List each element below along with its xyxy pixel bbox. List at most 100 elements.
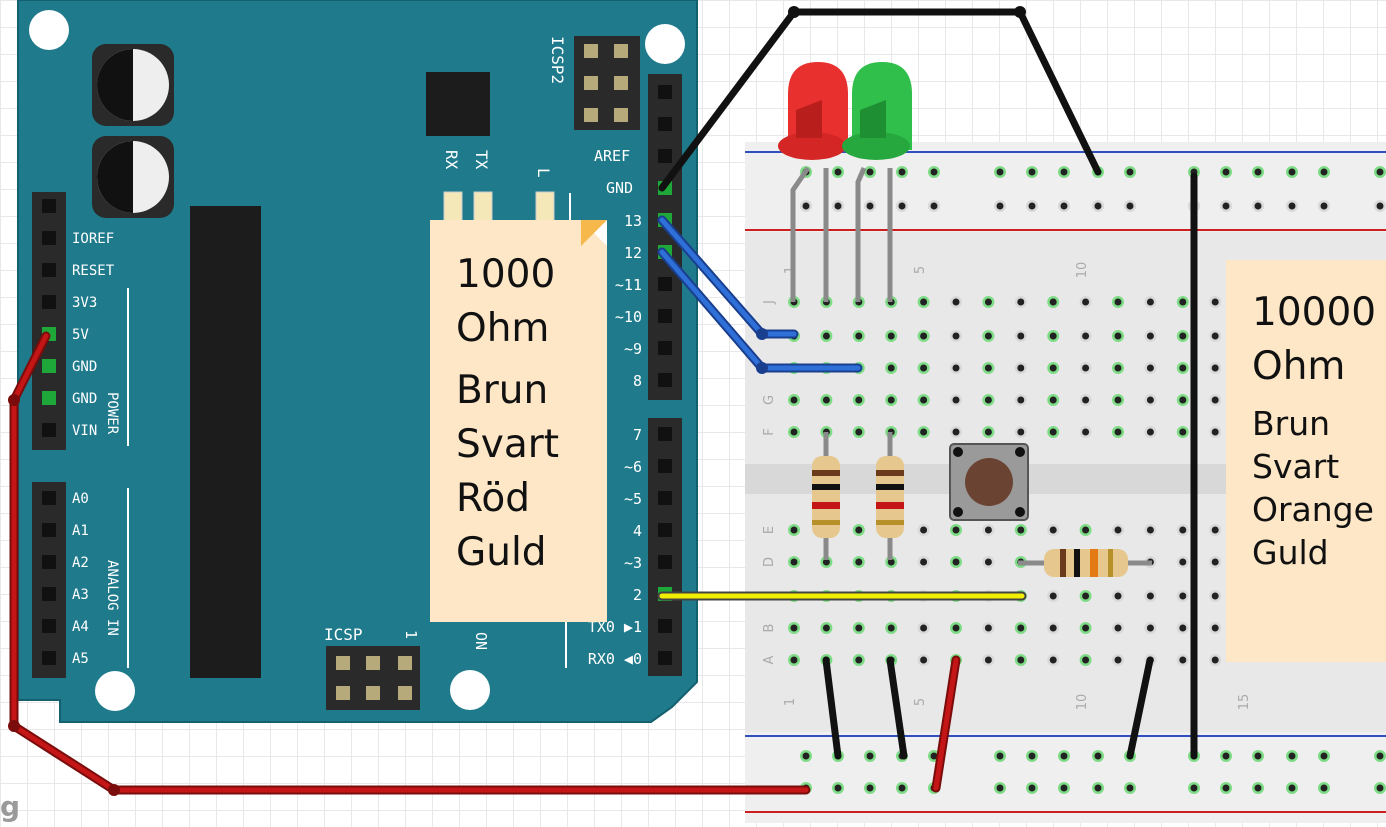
power-pin <box>42 231 56 245</box>
top-rail-area <box>745 142 1386 232</box>
power-pin <box>42 359 56 373</box>
digital-pin <box>658 555 672 569</box>
analog-pin-label: A5 <box>72 651 89 667</box>
analog-pin-label: A1 <box>72 523 89 539</box>
aref-label: AREF <box>594 147 630 165</box>
digital-pin <box>658 149 672 163</box>
analog-header <box>32 482 66 678</box>
power-pins: IOREF RESET 3V3 5V GND GND VIN <box>42 199 115 439</box>
microcontroller-chip <box>190 206 261 678</box>
analog-pin-label: A2 <box>72 555 89 571</box>
power-pin-label: IOREF <box>72 231 114 247</box>
power-label: POWER <box>104 392 120 435</box>
gnd-top-label: GND <box>606 179 633 197</box>
analog-pin-label: A3 <box>72 587 89 603</box>
digital-pin <box>658 459 672 473</box>
digital-pin-label: ~11 <box>615 276 642 294</box>
row-letter: E <box>762 526 777 534</box>
black-wire-1 <box>822 656 842 760</box>
column-number: 1 <box>783 698 798 706</box>
mount-hole-top-right <box>645 24 685 64</box>
row-letter: A <box>762 655 777 664</box>
digital-pin-label: 8 <box>633 372 642 390</box>
note-right-line-4: Svart <box>1252 447 1340 486</box>
digital-pin <box>658 277 672 291</box>
note-left-line-2: Ohm <box>456 306 550 351</box>
watermark-fragment: g <box>0 790 21 823</box>
icsp2-label: ICSP2 <box>548 36 567 84</box>
digital-pin <box>658 523 672 537</box>
bottom-rail-area <box>745 732 1386 823</box>
analog-pin <box>42 619 56 633</box>
icsp-header <box>326 646 420 710</box>
l-led <box>535 191 555 223</box>
digital-pin-label: 13 <box>624 212 642 230</box>
red-led <box>778 62 848 160</box>
digital-pin <box>658 651 672 665</box>
power-pin-label: GND <box>72 359 97 375</box>
power-pin-label: VIN <box>72 423 97 439</box>
digital-pin-label: ~10 <box>615 308 642 326</box>
capacitor-1 <box>92 44 174 126</box>
column-number: 10 <box>1075 694 1090 711</box>
digital-pin-label: ~5 <box>624 490 642 508</box>
mount-hole-top-left <box>29 10 69 50</box>
power-pin-label: GND <box>72 391 97 407</box>
note-left-line-1: 1000 <box>456 252 556 297</box>
digital-pin <box>658 373 672 387</box>
row-letter: D <box>762 557 777 567</box>
column-number: 5 <box>913 698 928 706</box>
digital-pin-label: 12 <box>624 244 642 262</box>
digital-pin <box>658 341 672 355</box>
analog-pin <box>42 523 56 537</box>
power-pin-label: RESET <box>72 263 115 279</box>
power-pin <box>42 423 56 437</box>
analog-pin <box>42 651 56 665</box>
power-pin <box>42 391 56 405</box>
note-left-line-4: Svart <box>456 422 560 467</box>
analog-pin <box>42 555 56 569</box>
tx-label: TX <box>472 150 491 170</box>
digital-pin <box>658 117 672 131</box>
black-wire-2 <box>886 656 908 760</box>
icsp-label: ICSP <box>324 625 363 644</box>
row-letter: F <box>762 428 777 435</box>
column-number: 15 <box>1237 694 1252 711</box>
digital-pin-label: TX0 ▶1 <box>588 618 642 636</box>
digital-pin-label: 4 <box>633 522 642 540</box>
power-header <box>32 192 66 450</box>
note-right-line-5: Orange <box>1252 490 1374 529</box>
black-wire-gnd <box>658 8 1102 192</box>
row-letter: J <box>762 300 777 305</box>
power-pin <box>42 295 56 309</box>
green-led <box>842 62 912 160</box>
digital-pin-label: ~9 <box>624 340 642 358</box>
analog-pin <box>42 587 56 601</box>
power-pin <box>42 199 56 213</box>
digital-pin-label: 2 <box>633 586 642 604</box>
digital-header-bottom <box>648 418 682 676</box>
digital-pin <box>658 491 672 505</box>
row-letter: G <box>762 395 777 405</box>
icsp2-header <box>574 36 640 130</box>
icsp-pin1-label: 1 <box>402 630 420 639</box>
column-number: 5 <box>913 266 928 274</box>
digital-pin <box>658 85 672 99</box>
usb-chip <box>426 72 490 136</box>
l-label: L <box>534 168 553 178</box>
digital-pin <box>658 309 672 323</box>
power-pin <box>42 263 56 277</box>
led-legs <box>790 166 893 302</box>
note-left-line-3: Brun <box>456 368 549 413</box>
rx-label: RX <box>442 150 461 170</box>
resistor-1000-ohm-b <box>876 432 904 560</box>
digital-pin <box>658 427 672 441</box>
power-pin-label: 3V3 <box>72 295 97 311</box>
digital-pin-label: ~3 <box>624 554 642 572</box>
note-10000-ohm: 10000 Ohm Brun Svart Orange Guld <box>1226 260 1386 662</box>
analog-in-label: ANALOG IN <box>104 560 120 636</box>
power-pin-label: 5V <box>72 327 89 343</box>
